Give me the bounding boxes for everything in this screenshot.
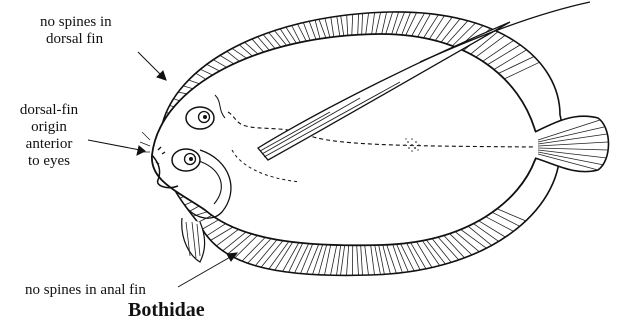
fin-ray bbox=[468, 226, 492, 245]
fin-ray bbox=[202, 220, 218, 229]
fin-ray bbox=[406, 13, 417, 36]
origin-label-line2: origin bbox=[6, 119, 92, 136]
fin-ray bbox=[417, 242, 432, 268]
fin-ray bbox=[309, 21, 316, 39]
fin-ray bbox=[275, 242, 293, 270]
fin-ray bbox=[362, 13, 363, 34]
upper-eye-pupil-dot bbox=[203, 115, 207, 119]
fin-ray bbox=[337, 16, 340, 36]
fin-ray bbox=[455, 232, 479, 252]
fin-ray bbox=[361, 245, 363, 275]
fin-ray bbox=[376, 12, 381, 34]
fin-ray bbox=[473, 224, 498, 242]
fin-ray bbox=[207, 64, 220, 71]
fin-ray bbox=[424, 15, 439, 38]
fin-ray bbox=[450, 234, 472, 255]
dorsal-spines-label: no spines in dorsal fin bbox=[40, 14, 112, 48]
fin-ray bbox=[412, 13, 425, 36]
fin-ray bbox=[494, 50, 527, 70]
fin-ray bbox=[269, 33, 281, 47]
fin-ray bbox=[189, 80, 200, 84]
fin-ray bbox=[200, 69, 212, 75]
fin-ray bbox=[189, 206, 199, 211]
fin-ray bbox=[331, 17, 334, 37]
dorsal-spines-label-line2: dorsal fin bbox=[40, 31, 112, 48]
fin-ray bbox=[382, 12, 387, 34]
fin-ray bbox=[216, 229, 238, 246]
fin-ray bbox=[365, 245, 369, 275]
fin-ray bbox=[263, 35, 275, 49]
fin-ray bbox=[347, 15, 348, 36]
fin-ray bbox=[315, 20, 320, 39]
fin-ray bbox=[486, 217, 514, 232]
fin-ray bbox=[341, 16, 344, 36]
fin-ray bbox=[401, 244, 415, 271]
pelvic-fin bbox=[182, 218, 205, 262]
fin-ray bbox=[352, 14, 353, 35]
fin-ray bbox=[337, 245, 341, 275]
fin-ray bbox=[447, 21, 468, 44]
fin-ray bbox=[292, 26, 301, 43]
fin-ray bbox=[307, 244, 319, 274]
fin-ray bbox=[479, 221, 506, 237]
fin-ray bbox=[347, 245, 349, 275]
fin-ray bbox=[358, 14, 359, 35]
fin-ray bbox=[429, 16, 444, 40]
fin-ray bbox=[227, 51, 239, 61]
fin-ray bbox=[185, 202, 193, 205]
fin-ray bbox=[211, 227, 233, 240]
fin-ray bbox=[325, 18, 330, 37]
fin-ray bbox=[331, 245, 337, 275]
fin-ray bbox=[213, 60, 226, 68]
fin-ray bbox=[275, 31, 287, 46]
dorsal-fin-origin-label: dorsal-fin origin anterior to eyes bbox=[6, 102, 92, 170]
fin-ray bbox=[207, 224, 226, 236]
anal-spines-label: no spines in anal fin bbox=[25, 282, 146, 299]
fin-ray bbox=[441, 19, 460, 42]
fin-ray bbox=[499, 57, 535, 74]
fin-ray bbox=[504, 62, 539, 79]
fin-ray bbox=[357, 245, 359, 275]
fin-ray bbox=[418, 14, 431, 37]
fin-ray bbox=[461, 229, 487, 248]
origin-label-line4: to eyes bbox=[6, 153, 92, 170]
origin-label-line3: anterior bbox=[6, 136, 92, 153]
fin-ray bbox=[196, 73, 206, 79]
fin-ray bbox=[366, 13, 369, 34]
fin-ray bbox=[341, 245, 345, 275]
fin-ray bbox=[286, 27, 297, 43]
fin-ray bbox=[371, 245, 375, 275]
fin-ray bbox=[258, 37, 270, 51]
fin-ray bbox=[313, 245, 323, 275]
fin-ray bbox=[183, 86, 193, 89]
fin-ray bbox=[178, 92, 187, 94]
fin-ray bbox=[245, 42, 258, 54]
fin-ray bbox=[435, 17, 452, 40]
fin-ray bbox=[220, 55, 234, 63]
fin-ray bbox=[392, 12, 399, 34]
fin-ray bbox=[393, 244, 403, 272]
family-title: Bothidae bbox=[128, 299, 205, 322]
fin-ray bbox=[492, 212, 520, 226]
fin-ray bbox=[386, 12, 393, 34]
origin-label-line1: dorsal-fin bbox=[6, 102, 92, 119]
fin-ray bbox=[497, 209, 526, 221]
fin-ray bbox=[372, 13, 375, 34]
fin-ray bbox=[319, 19, 326, 38]
lower-eye-pupil-dot bbox=[189, 157, 193, 161]
fin-ray bbox=[387, 245, 397, 273]
dorsal-spines-label-line1: no spines in bbox=[40, 14, 112, 31]
